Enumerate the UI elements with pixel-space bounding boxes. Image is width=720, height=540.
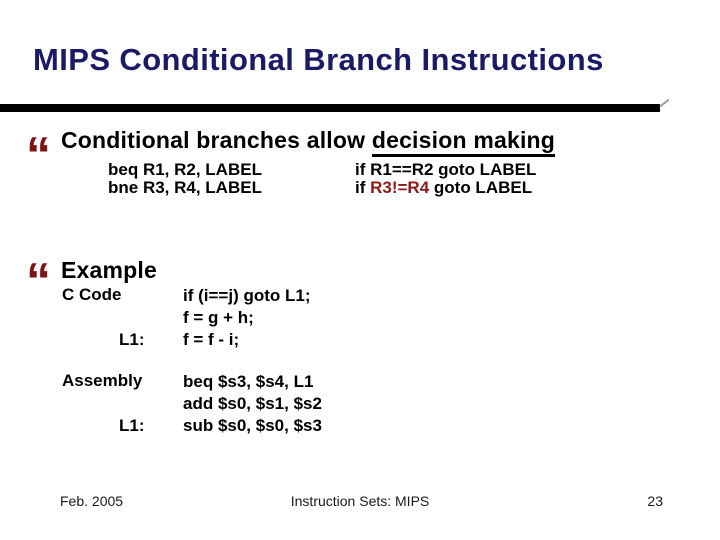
bullet-conditional-branches: Conditional branches allow decision maki… [61, 127, 556, 157]
assembly-line-3: sub $s0, $s0, $s3 [183, 416, 322, 435]
branch-code-beq: beq R1, R2, LABEL [108, 160, 262, 179]
c-code-label: C Code [62, 285, 122, 304]
title-divider [0, 104, 660, 112]
title-divider-end-tick [659, 98, 670, 108]
footer-title: Instruction Sets: MIPS [290, 493, 430, 509]
c-code-l1-label: L1: [119, 330, 145, 349]
footer-date: Feb. 2005 [60, 493, 124, 509]
branch-code-bne: bne R3, R4, LABEL [108, 178, 262, 197]
c-code-line-2: f = g + h; [183, 308, 254, 327]
assembly-line-1: beq $s3, $s4, L1 [183, 372, 314, 391]
assembly-l1-label: L1: [119, 416, 145, 435]
c-code-line-1: if (i==j) goto L1; [183, 286, 311, 305]
branch-meaning-beq: if R1==R2 goto LABEL [355, 160, 537, 179]
slide-title: MIPS Conditional Branch Instructions [33, 42, 604, 77]
branch-meaning-bne-highlight: R3!=R4 [370, 178, 430, 197]
branch-meaning-bne-suffix: goto LABEL [429, 178, 533, 197]
assembly-label: Assembly [62, 371, 143, 390]
bullet-text-underlined: decision making [371, 127, 556, 157]
bullet-text-plain: Conditional branches allow [61, 127, 372, 153]
footer-page-number: 23 [647, 493, 663, 509]
c-code-line-3: f = f - i; [183, 330, 240, 349]
branch-meaning-bne: if R3!=R4 goto LABEL [355, 179, 532, 196]
branch-meaning-bne-prefix: if [355, 178, 371, 197]
assembly-line-2: add $s0, $s1, $s2 [183, 394, 322, 413]
bullet-quote-marker: “ [26, 253, 51, 309]
bullet-quote-marker: “ [26, 127, 51, 183]
bullet-example: Example [61, 257, 158, 283]
